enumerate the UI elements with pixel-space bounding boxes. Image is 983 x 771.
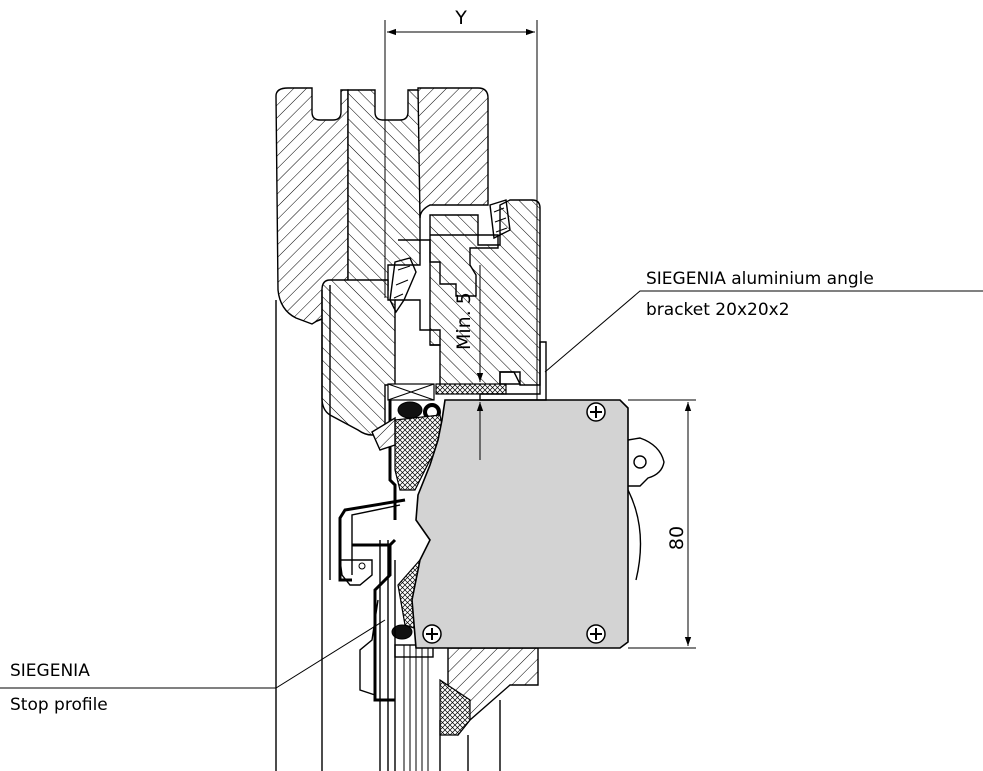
gasket-top [435,383,507,395]
callout-angle-bracket-line2: bracket 20x20x2 [646,300,790,320]
callout-angle-bracket-line1: SIEGENIA aluminium angle [646,269,874,289]
chain-tab [627,437,665,487]
stop-profile-inner [351,504,401,575]
gasket-block-cross [387,383,435,401]
sash-profile-right [429,199,541,386]
frame-profile-right [417,87,489,219]
motor-housing [411,399,629,649]
dimension-80-label: 80 [666,526,688,550]
glass-pane [379,540,434,771]
dimension-y: Y [384,7,538,400]
seal-blob-2 [391,624,413,640]
screw-top-right [586,402,606,422]
screw-bottom-right [586,624,606,644]
glazing-clip [339,559,373,586]
frame-profile-lower [321,279,396,436]
bracket-clip [499,371,522,385]
chain-tab-hole [633,455,647,469]
seal-middle [389,257,417,314]
insulation-upper [394,414,446,491]
screw-bottom-left [422,624,442,644]
callout-stop-profile-line1: SIEGENIA [10,661,90,681]
rebate-step [395,299,441,346]
callout-stop-profile: SIEGENIA Stop profile [0,619,386,715]
frame-profile-center [347,89,421,291]
stop-profile-outer [338,498,406,582]
glazing-clip-pin [358,562,366,570]
dimension-80: 80 [628,399,696,649]
dimension-min: Min. 5 [453,265,484,460]
seal-upper [489,199,511,240]
callout-angle-bracket: SIEGENIA aluminium angle bracket 20x20x2 [544,269,983,373]
outer-frame-lines [275,285,331,771]
callout-stop-profile-line2: Stop profile [10,695,108,715]
center-lines [439,700,501,771]
dimension-min-label: Min. 5 [453,292,475,350]
glazing-rebate [398,234,499,297]
chain-arc [627,489,642,581]
hatched-wedge [371,416,396,451]
seal-blob-1 [397,401,423,419]
dimension-y-label: Y [454,7,467,29]
angle-bracket [479,341,547,401]
